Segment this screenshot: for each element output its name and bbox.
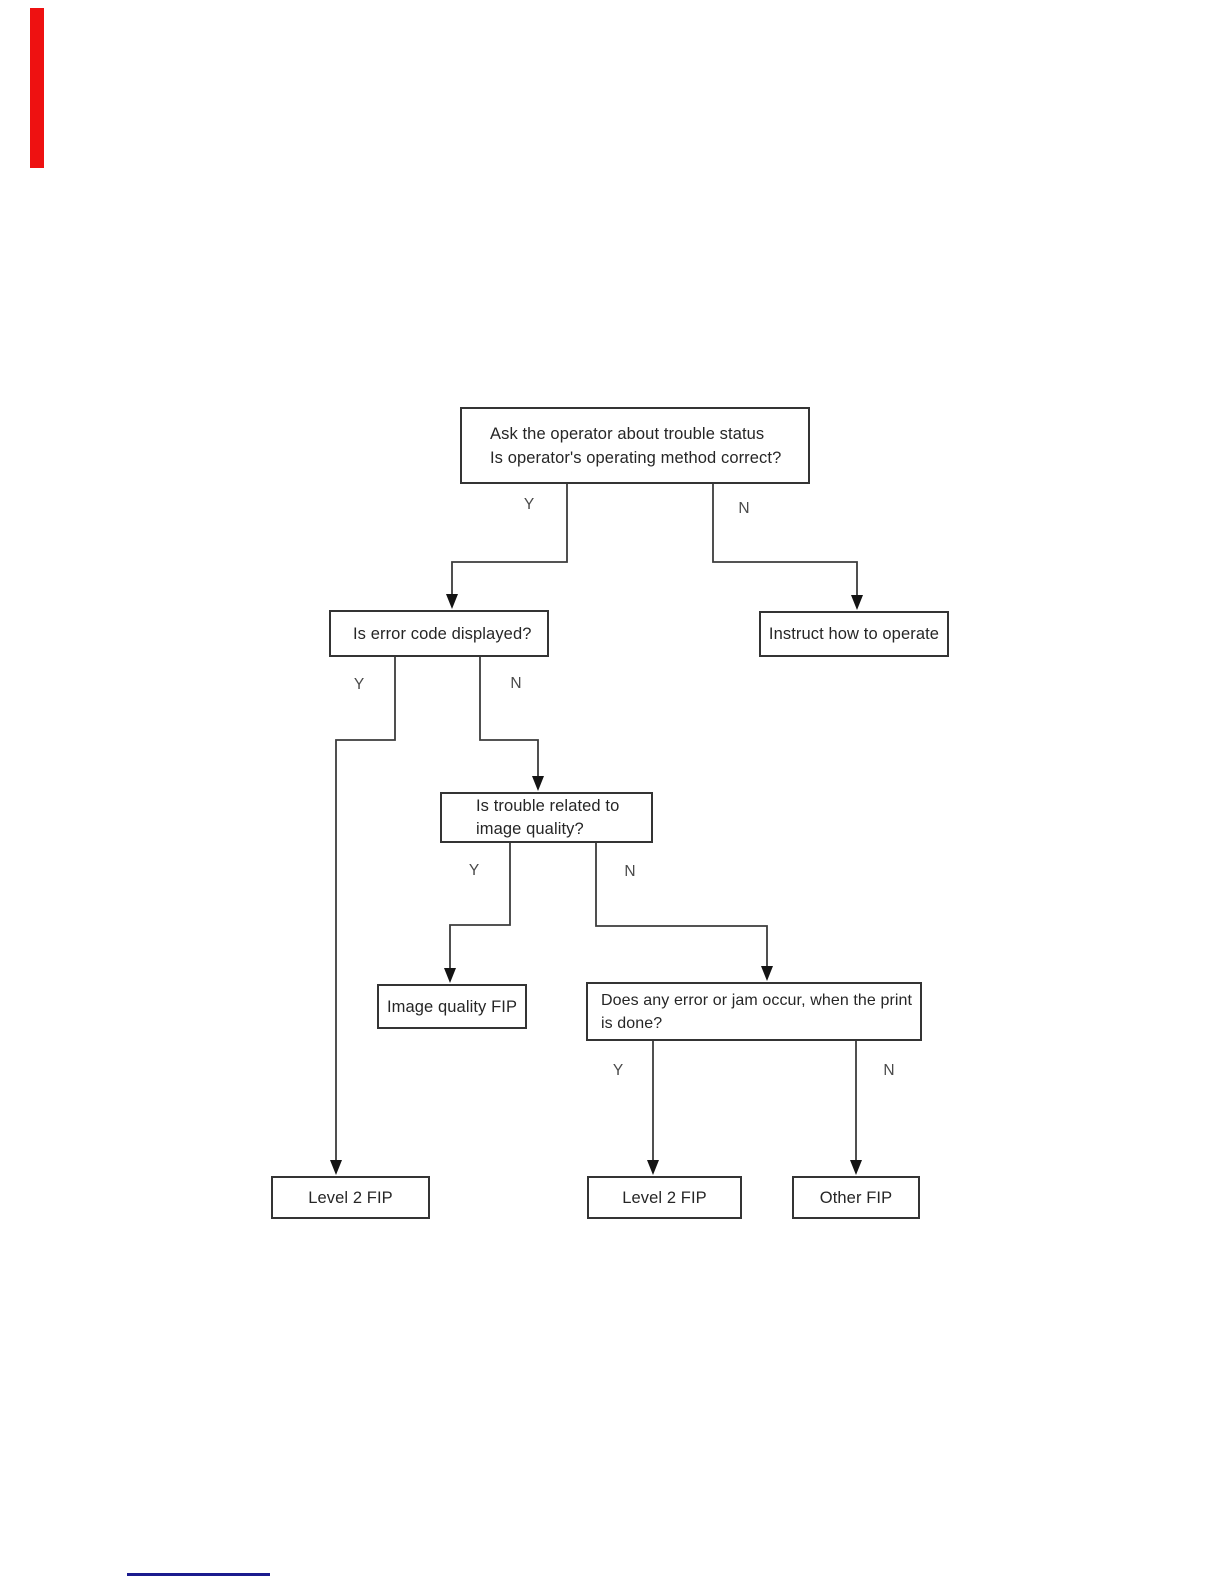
- branch-label-error-yes: Y: [353, 676, 365, 693]
- node-text-line: Does any error or jam occur, when the pr…: [601, 991, 913, 1009]
- connector-quality-yes: [449, 843, 511, 971]
- node-text-line: Image quality FIP: [386, 997, 518, 1016]
- arrowhead-icon: [446, 594, 458, 609]
- connector-error-no: [479, 657, 539, 779]
- branch-label-jam-no: N: [883, 1062, 895, 1079]
- connector-quality-no: [595, 843, 768, 969]
- node-error-code-question: Is error code displayed?: [329, 610, 549, 657]
- arrowhead-icon: [444, 968, 456, 983]
- node-text-line: Is error code displayed?: [353, 624, 532, 643]
- branch-label-jam-yes: Y: [612, 1062, 624, 1079]
- arrowhead-icon: [851, 595, 863, 610]
- connector-ask-no: [712, 484, 858, 598]
- branch-label-quality-yes: Y: [468, 862, 480, 879]
- red-accent-bar: [30, 8, 44, 168]
- node-error-jam-question: Does any error or jam occur, when the pr…: [586, 982, 922, 1041]
- node-image-quality-fip: Image quality FIP: [377, 984, 527, 1029]
- connector-error-yes: [335, 657, 396, 1163]
- arrowhead-icon: [850, 1160, 862, 1175]
- node-text-line: is done?: [601, 1014, 663, 1032]
- node-image-quality-question: Is trouble related to image quality?: [440, 792, 653, 843]
- node-text-line: Other FIP: [819, 1188, 893, 1207]
- node-text-line: image quality?: [476, 819, 584, 838]
- node-text-line: Is operator's operating method correct?: [490, 448, 782, 467]
- arrowhead-icon: [647, 1160, 659, 1175]
- arrowhead-icon: [330, 1160, 342, 1175]
- node-other-fip: Other FIP: [792, 1176, 920, 1219]
- connector-ask-yes: [451, 484, 568, 597]
- node-text-line: Level 2 FIP: [308, 1188, 393, 1207]
- node-level2-fip-middle: Level 2 FIP: [587, 1176, 742, 1219]
- node-text-line: Level 2 FIP: [622, 1188, 707, 1207]
- node-text-line: Is trouble related to: [476, 796, 620, 815]
- branch-label-ask-yes: Y: [523, 496, 535, 513]
- node-level2-fip-left: Level 2 FIP: [271, 1176, 430, 1219]
- node-text-line: Ask the operator about trouble status: [490, 424, 765, 443]
- arrowhead-icon: [532, 776, 544, 791]
- footer-rule: [127, 1573, 270, 1576]
- arrowhead-icon: [761, 966, 773, 981]
- node-ask-operator: Ask the operator about trouble status Is…: [460, 407, 810, 484]
- branch-label-error-no: N: [510, 675, 522, 692]
- branch-label-ask-no: N: [738, 500, 750, 517]
- branch-label-quality-no: N: [624, 863, 636, 880]
- node-instruct-how-to-operate: Instruct how to operate: [759, 611, 949, 657]
- node-text-line: Instruct how to operate: [768, 625, 940, 643]
